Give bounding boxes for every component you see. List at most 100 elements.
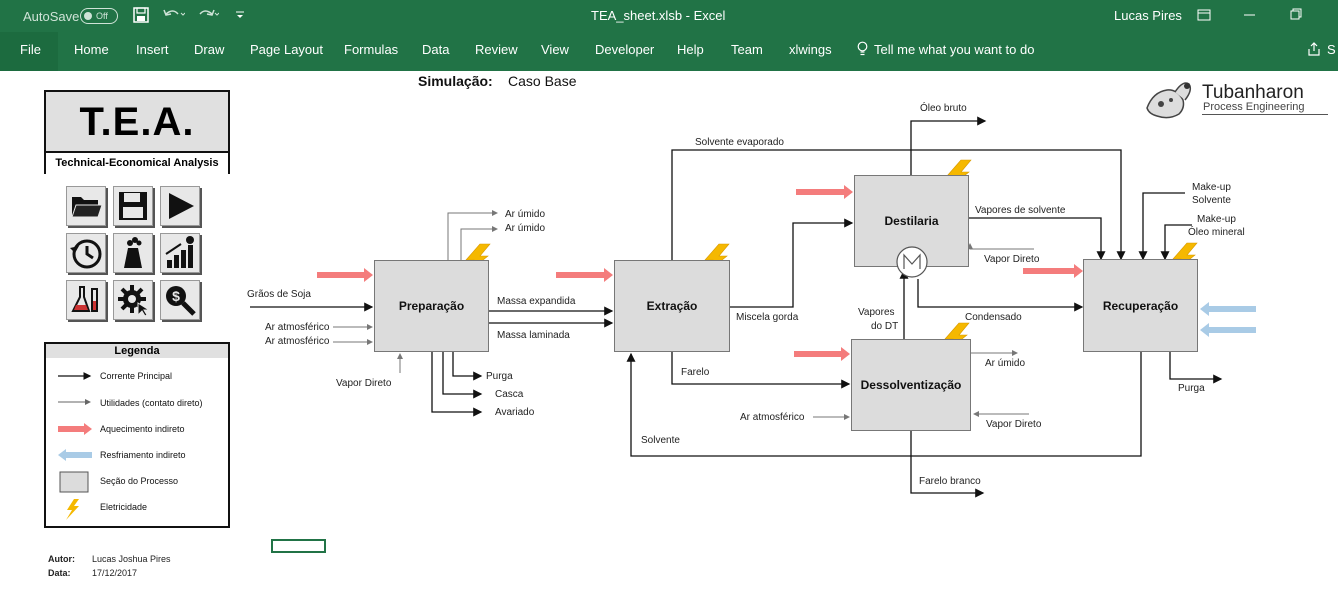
simulation-value[interactable]: Caso Base: [508, 73, 577, 89]
ribbon-display-icon[interactable]: [1197, 9, 1211, 21]
share-label[interactable]: S: [1327, 42, 1336, 57]
share-icon[interactable]: [1306, 41, 1322, 57]
money-search-icon: $: [166, 286, 196, 316]
tab-developer[interactable]: Developer: [595, 42, 655, 57]
open-folder-icon: [71, 197, 103, 218]
user-name[interactable]: Lucas Pires: [1114, 8, 1182, 23]
plant-button[interactable]: [113, 233, 153, 273]
author-label: Autor:: [48, 554, 75, 564]
title-bar: AutoSave Off TEA_sheet.xlsb - Excel Luca…: [0, 0, 1338, 32]
ribbon-tabs: File Home Insert Draw Page Layout Formul…: [0, 32, 1338, 71]
label-ar-umido-dt: Ar úmido: [985, 358, 1026, 369]
undo-icon[interactable]: [163, 8, 185, 22]
label-makeup-oleo-2: Óleo mineral: [1188, 227, 1245, 238]
tab-data[interactable]: Data: [422, 42, 450, 57]
legend-symbols: [58, 372, 92, 520]
label-solvente: Solvente: [641, 435, 680, 446]
save-file-button[interactable]: [113, 186, 153, 226]
redo-icon[interactable]: [197, 8, 219, 22]
author-value: Lucas Joshua Pires: [92, 554, 171, 564]
simulation-label: Simulação:: [418, 73, 493, 89]
label-condensado: Condensado: [965, 312, 1022, 323]
flask-icon: [71, 286, 98, 312]
label-purga-prep: Purga: [486, 371, 513, 382]
legend-item-section: Seção do Processo: [100, 476, 179, 486]
label-graos: Grãos de Soja: [247, 289, 311, 300]
label-miscela: Miscela gorda: [736, 312, 799, 323]
label-farelo-branco: Farelo branco: [919, 476, 981, 487]
legend-title: Legenda: [46, 344, 228, 358]
run-button[interactable]: [160, 186, 200, 226]
label-makeup-solv-2: Solvente: [1192, 195, 1231, 206]
label-vapor-direto-dt: Vapor Direto: [986, 419, 1042, 430]
tea-logo-box: T.E.A. Technical-Economical Analysis: [44, 90, 230, 174]
economics-button[interactable]: [160, 233, 200, 273]
block-extracao[interactable]: Extração: [614, 260, 730, 352]
selected-cell[interactable]: [271, 539, 326, 553]
tab-file[interactable]: File: [0, 32, 58, 71]
autosave-label: AutoSave: [23, 9, 80, 24]
floppy-disk-icon: [119, 192, 147, 220]
company-tagline: Process Engineering: [1203, 101, 1305, 113]
tab-team[interactable]: Team: [731, 42, 763, 57]
tab-file-label: File: [20, 42, 41, 57]
svg-text:$: $: [172, 288, 180, 304]
tab-draw[interactable]: Draw: [194, 42, 225, 57]
tab-home[interactable]: Home: [74, 42, 109, 57]
legend-item-cooling: Resfriamento indireto: [100, 450, 186, 460]
label-farelo: Farelo: [681, 367, 710, 378]
label-makeup-solv-1: Make-up: [1192, 182, 1231, 193]
restore-icon[interactable]: [1290, 8, 1303, 21]
tab-page-layout[interactable]: Page Layout: [250, 42, 324, 57]
save-icon[interactable]: [133, 7, 149, 23]
tab-help[interactable]: Help: [677, 42, 704, 57]
history-icon: [70, 239, 102, 269]
tab-insert[interactable]: Insert: [136, 42, 169, 57]
tab-formulas[interactable]: Formulas: [344, 42, 399, 57]
lightbulb-icon: [857, 41, 868, 56]
block-dessolventizacao[interactable]: Dessolventização: [851, 339, 971, 431]
cooling-arrows: [1200, 302, 1256, 337]
customize-toolbar-icon[interactable]: [235, 10, 245, 20]
minimize-icon[interactable]: [1244, 14, 1256, 18]
label-massa-laminada: Massa laminada: [497, 330, 570, 341]
label-vapor-direto-dest: Vapor Direto: [984, 254, 1040, 265]
autosave-toggle[interactable]: Off: [80, 8, 118, 24]
label-ar-umido-2: Ar úmido: [505, 223, 546, 234]
label-makeup-oleo-1: Make-up: [1197, 214, 1236, 225]
block-recuperacao[interactable]: Recuperação: [1083, 259, 1198, 352]
label-vapor-direto-prep: Vapor Direto: [336, 378, 392, 389]
cost-search-button[interactable]: $: [160, 280, 200, 320]
tell-me-search[interactable]: Tell me what you want to do: [874, 42, 1035, 57]
label-massa-expandida: Massa expandida: [497, 296, 576, 307]
legend-item-heating: Aquecimento indireto: [100, 424, 185, 434]
tab-review[interactable]: Review: [475, 42, 518, 57]
label-oleo-bruto: Óleo bruto: [920, 103, 967, 114]
tea-title: T.E.A.: [79, 100, 195, 144]
history-button[interactable]: [66, 233, 106, 273]
factory-icon: [124, 237, 142, 268]
legend-cooling-symbol: [58, 449, 92, 461]
tab-view[interactable]: View: [541, 42, 569, 57]
tab-xlwings[interactable]: xlwings: [789, 42, 832, 57]
lab-button[interactable]: [66, 280, 106, 320]
label-vapores-dt-2: do DT: [871, 321, 899, 332]
label-vapores-dt-1: Vapores: [858, 307, 895, 318]
label-purga-rec: Purga: [1178, 383, 1205, 394]
gear-icon: [118, 285, 151, 317]
motor-icon: [896, 246, 928, 278]
label-ar-atm-dt: Ar atmosférico: [740, 412, 805, 423]
date-label: Data:: [48, 568, 71, 578]
legend-section-symbol: [59, 471, 89, 493]
tea-subtitle: Technical-Economical Analysis: [46, 151, 228, 174]
block-preparacao[interactable]: Preparação: [374, 260, 489, 352]
logo-divider: [1202, 114, 1328, 115]
company-name: Tubanharon: [1202, 82, 1304, 103]
toggle-knob: [84, 12, 92, 20]
label-ar-atm-1: Ar atmosférico: [265, 322, 330, 333]
settings-button[interactable]: [113, 280, 153, 320]
autosave-state: Off: [96, 11, 108, 21]
open-folder-button[interactable]: [66, 186, 106, 226]
legend-lightning-icon: [66, 499, 79, 520]
play-icon: [169, 193, 194, 219]
